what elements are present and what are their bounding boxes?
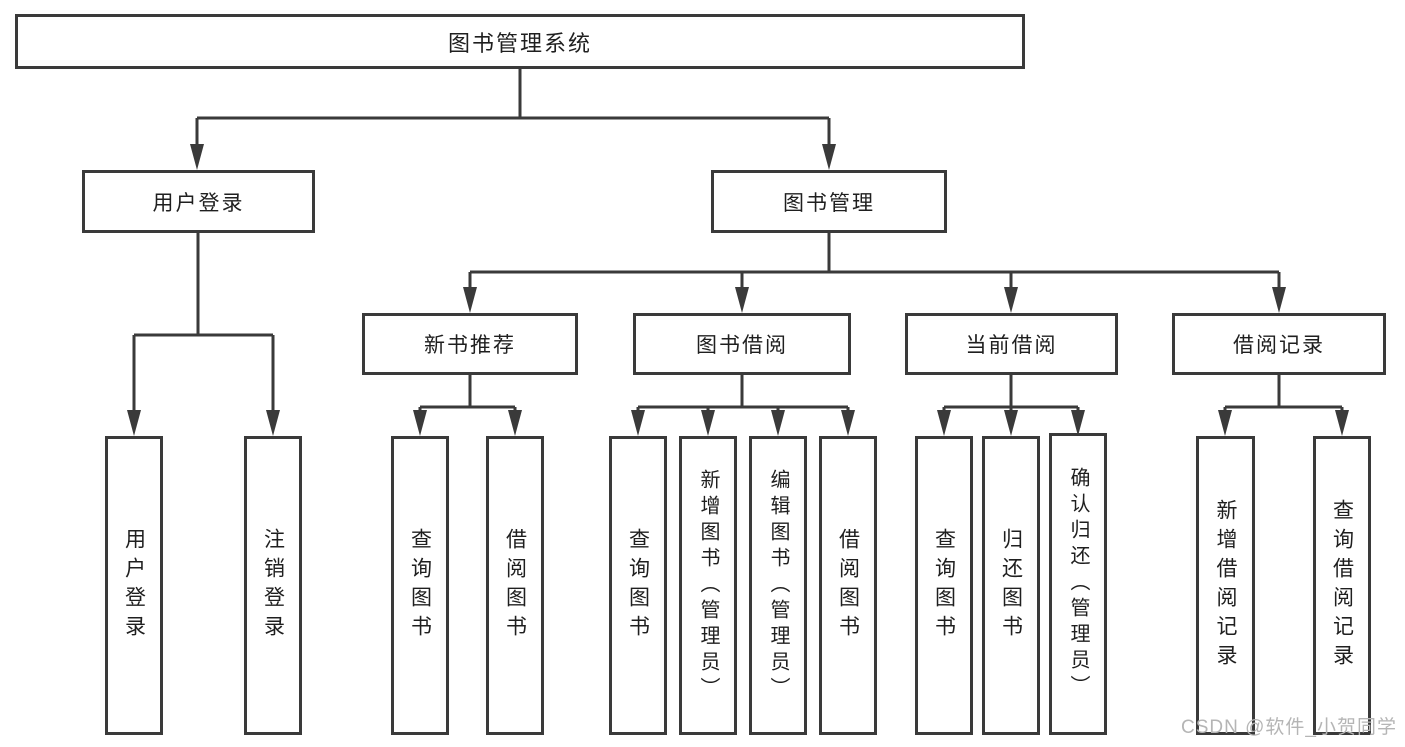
leaf-edit-books-admin: 编辑图书（管理员） <box>749 436 807 735</box>
leaf-label: 用户登录 <box>122 527 146 644</box>
arrowhead <box>735 287 749 313</box>
leaf-label: 归还图书 <box>999 527 1023 644</box>
leaf-user-login: 用户登录 <box>105 436 163 735</box>
leaf-label: 查询图书 <box>408 527 432 644</box>
edge-newbook-to-leaves <box>418 374 517 411</box>
csdn-watermark: CSDN @软件_小贺同学 <box>1181 717 1397 738</box>
leaf-add-books-admin: 新增图书（管理员） <box>679 436 737 735</box>
arrowhead <box>1004 287 1018 313</box>
edge-record-to-leaves <box>1223 374 1344 411</box>
leaf-confirm-return-admin: 确认归还（管理员） <box>1049 433 1107 735</box>
arrowhead <box>1004 410 1018 436</box>
arrowhead <box>1272 287 1286 313</box>
arrowhead <box>266 410 280 436</box>
node-label: 用户登录 <box>152 191 245 215</box>
leaf-label: 新增图书（管理员） <box>697 468 719 703</box>
leaf-query-borrow-record: 查询借阅记录 <box>1313 436 1371 735</box>
edge-bookmgmt-to-level3 <box>468 233 1281 288</box>
node-label: 图书管理系统 <box>447 30 592 56</box>
node-label: 当前借阅 <box>965 334 1058 357</box>
leaf-return-books: 归还图书 <box>982 436 1040 735</box>
leaf-add-borrow-record: 新增借阅记录 <box>1196 436 1255 735</box>
arrowhead <box>841 410 855 436</box>
leaf-label: 新增借阅记录 <box>1214 498 1237 673</box>
edge-root-to-level2 <box>195 68 831 146</box>
arrowhead <box>508 410 522 436</box>
leaf-label: 借阅图书 <box>836 527 860 644</box>
arrowhead <box>463 287 477 313</box>
arrowhead <box>937 410 951 436</box>
leaf-label: 编辑图书（管理员） <box>767 468 789 703</box>
node-label: 图书借阅 <box>696 334 788 357</box>
arrowhead <box>127 410 141 436</box>
arrowhead <box>413 410 427 436</box>
edge-borrow-to-leaves <box>636 374 850 411</box>
edge-current-to-leaves <box>942 374 1080 411</box>
arrowhead <box>701 410 715 436</box>
leaf-label: 查询图书 <box>626 527 650 644</box>
node-label: 借阅记录 <box>1233 334 1325 357</box>
node-current-borrow: 当前借阅 <box>905 313 1118 375</box>
leaf-logout: 注销登录 <box>244 436 302 735</box>
leaf-query-books-recommend: 查询图书 <box>391 436 449 735</box>
leaf-borrow-books-recommend: 借阅图书 <box>486 436 544 735</box>
leaf-query-books-borrow: 查询图书 <box>609 436 667 735</box>
arrowhead <box>1335 410 1349 436</box>
leaf-label: 查询图书 <box>932 527 956 644</box>
leaf-label: 确认归还（管理员） <box>1067 467 1089 701</box>
node-label: 新书推荐 <box>424 334 516 357</box>
edge-userlogin-to-leaves <box>132 233 275 411</box>
node-book-management: 图书管理 <box>711 170 947 233</box>
arrowhead <box>631 410 645 436</box>
node-user-login: 用户登录 <box>82 170 315 233</box>
leaf-borrow-books: 借阅图书 <box>819 436 877 735</box>
arrowhead <box>190 144 204 170</box>
arrowhead <box>1218 410 1232 436</box>
node-root-system: 图书管理系统 <box>15 14 1025 69</box>
leaf-query-books-current: 查询图书 <box>915 436 973 735</box>
node-label: 图书管理 <box>783 191 875 215</box>
leaf-label: 查询借阅记录 <box>1330 498 1354 673</box>
node-new-book-recommend: 新书推荐 <box>362 313 578 375</box>
leaf-label: 借阅图书 <box>503 527 527 644</box>
node-book-borrow: 图书借阅 <box>633 313 851 375</box>
arrowhead <box>822 144 836 170</box>
arrowhead <box>771 410 785 436</box>
leaf-label: 注销登录 <box>261 527 285 644</box>
node-borrow-record: 借阅记录 <box>1172 313 1386 375</box>
